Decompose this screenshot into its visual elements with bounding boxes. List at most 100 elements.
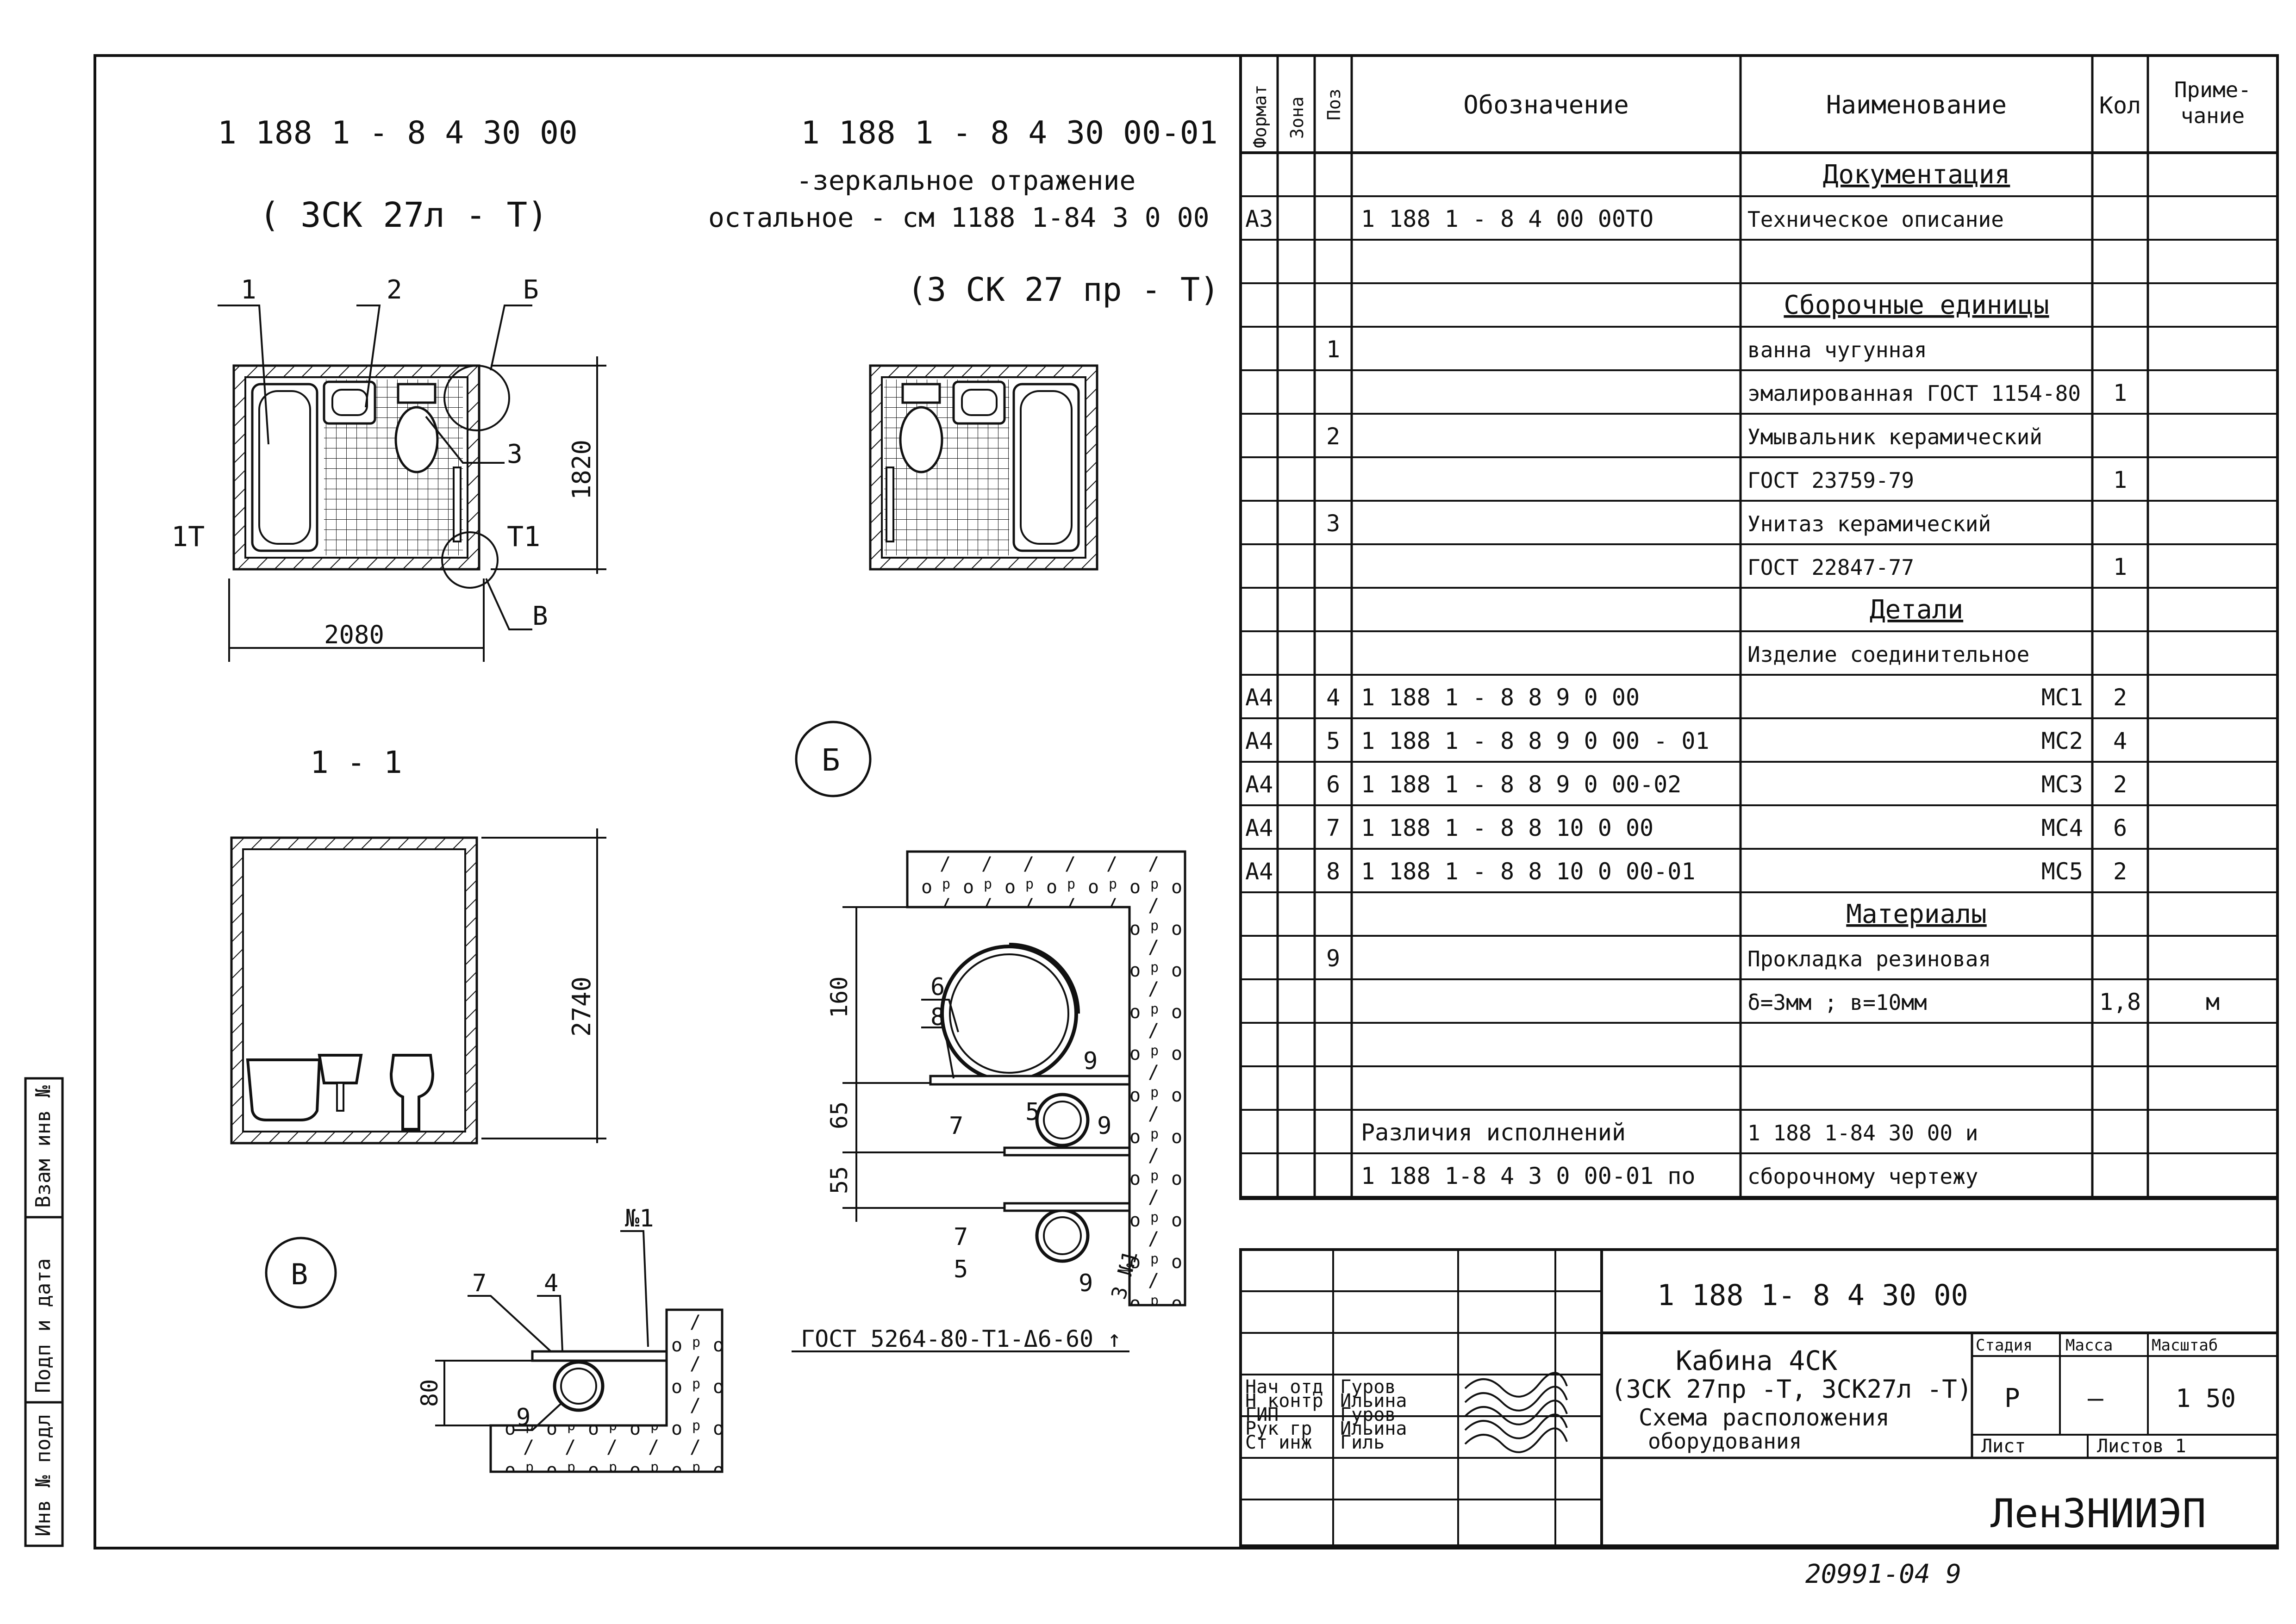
row-qty: 4: [2113, 728, 2127, 754]
row-note: м: [2206, 989, 2220, 1015]
plan-left-code: 1 188 1 - 8 4 30 00: [218, 115, 578, 151]
dim-55: 55: [826, 1166, 853, 1194]
row-pos: 1: [1326, 336, 1340, 363]
row-qty: 1: [2113, 380, 2127, 406]
detail-v-label: В: [291, 1257, 308, 1291]
bathtub-mirror-icon: [1012, 383, 1080, 552]
row-pos: 7: [1326, 815, 1340, 841]
section-mark-right: Т1: [507, 521, 540, 553]
detail-b-callout-9c: 9: [1079, 1269, 1093, 1297]
toilet-section-icon: [389, 1054, 435, 1131]
callout-v: В: [532, 601, 548, 631]
sig-name: Гуров: [1340, 1376, 1396, 1398]
strip-label-inv: Инв № подл: [31, 1414, 55, 1537]
strip-label-sign: Подп и дата: [31, 1258, 55, 1393]
signature-scribble: [1464, 1427, 1568, 1453]
header-name: Наименование: [1826, 90, 2007, 119]
row-qty: 1: [2113, 467, 2127, 493]
sig-name: Ильина: [1340, 1390, 1407, 1412]
row-section-heading: Детали: [1870, 595, 1963, 625]
dim-80: 80: [416, 1379, 443, 1407]
dim-2740: 2740: [567, 977, 596, 1037]
plan-left-type: ( 3СК 27л - Т): [259, 195, 548, 235]
callout-b: Б: [523, 275, 539, 305]
detail-b: Б 160 65 55 6 8 9 5 9 7 7 5 9: [792, 721, 1186, 1352]
row-name: Унитаз керамический: [1747, 511, 1991, 536]
sheet-label: Лист: [1981, 1436, 2026, 1457]
callout-2: 2: [387, 275, 402, 305]
scale-value: 1 50: [2176, 1384, 2236, 1413]
section-title: 1 - 1: [310, 745, 402, 780]
row-format: А4: [1245, 684, 1273, 711]
row-name: ГОСТ 23759-79: [1747, 468, 1914, 493]
detail-b-callout-9b: 9: [1097, 1112, 1111, 1140]
signature-scribble: [1464, 1400, 1568, 1425]
stage-label: Стадия: [1976, 1336, 2033, 1355]
detail-b-callout-8: 8: [930, 1003, 945, 1031]
row-designation: 1 188 1 - 8 8 9 0 00 - 01: [1361, 728, 1710, 754]
plan-right-note1: -зеркальное отражение: [796, 165, 1136, 196]
signature-scribble: [1464, 1386, 1568, 1412]
plan-right-code: 1 188 1 - 8 4 30 00-01: [801, 115, 1218, 151]
detail-b-callout-5b: 5: [954, 1256, 968, 1283]
row-pos: 9: [1326, 945, 1340, 972]
row-format: А4: [1245, 815, 1273, 841]
callout-1: 1: [241, 275, 256, 305]
detail-v-callout-7: 7: [472, 1269, 487, 1297]
toilet-mirror-icon: [901, 383, 941, 404]
row-qty: 1,8: [2099, 989, 2141, 1015]
row-name: ГОСТ 22847-77: [1747, 555, 1914, 580]
row-name: МС3: [2041, 771, 2083, 798]
row-name: Умывальник керамический: [1747, 424, 2042, 449]
row-name: ванна чугунная: [1747, 337, 1927, 362]
header-note: Приме-чание: [2174, 77, 2251, 128]
detail-b-callout-7b: 7: [954, 1223, 968, 1251]
detail-b-callout-6: 6: [930, 973, 945, 1001]
section-mark-left: 1Т: [171, 521, 205, 553]
title-line-3: Схема расположения: [1639, 1404, 1890, 1431]
dim-1820: 1820: [567, 440, 596, 500]
title-line-2: (3СК 27пр -Т, 3СК27л -Т): [1611, 1375, 1972, 1404]
row-designation: 1 188 1 - 8 8 9 0 00-02: [1361, 771, 1681, 798]
bathtub-section-icon: [246, 1058, 321, 1121]
header-designation: Обозначение: [1463, 90, 1629, 119]
row-name: МС4: [2041, 815, 2083, 841]
dim-2080: 2080: [324, 620, 384, 649]
sig-role: Ст инж: [1245, 1432, 1312, 1453]
row-designation: 1 188 1-8 4 3 0 00-01 по: [1361, 1163, 1695, 1189]
bathtub-icon: [251, 383, 318, 552]
row-qty: 6: [2113, 815, 2127, 841]
sink-section-icon: [318, 1054, 363, 1084]
detail-b-gost: ГОСТ 5264-80-Т1-Δ6-60 ↑: [801, 1325, 1121, 1352]
row-designation: 1 188 1 - 8 8 9 0 00: [1361, 684, 1640, 711]
header-pos: Поз: [1324, 88, 1344, 120]
detail-v-callout-4: 4: [544, 1269, 558, 1297]
detail-b-callout-9a: 9: [1083, 1047, 1098, 1075]
row-format: А4: [1245, 858, 1273, 885]
title-block: 1 188 1- 8 4 30 00 Кабина 4СК (3СК 27пр …: [1239, 1248, 2279, 1547]
row-name: эмалированная ГОСТ 1154-80: [1747, 381, 2081, 406]
row-pos: 5: [1326, 728, 1340, 754]
row-name: 1 188 1-84 30 00 и: [1747, 1120, 1978, 1145]
row-designation: 1 188 1 - 8 8 10 0 00-01: [1361, 858, 1695, 885]
row-name: Техническое описание: [1747, 207, 2004, 232]
toilet-icon: [397, 383, 437, 404]
detail-b-callout-7a: 7: [949, 1112, 963, 1140]
row-pos: 2: [1326, 423, 1340, 450]
dim-160: 160: [826, 977, 853, 1018]
stage-value: Р: [2004, 1383, 2020, 1413]
mass-label: Масса: [2065, 1336, 2113, 1355]
row-qty: 1: [2113, 554, 2127, 580]
dim-65: 65: [826, 1101, 853, 1129]
row-pos: 4: [1326, 684, 1340, 711]
title-line-1: Кабина 4СК: [1676, 1345, 1837, 1376]
detail-b-label: Б: [822, 742, 840, 778]
large-pipe: [940, 945, 1078, 1083]
row-section-heading: Документация: [1823, 160, 2010, 190]
row-name: сборочному чертежу: [1747, 1164, 1978, 1189]
row-pos: 8: [1326, 858, 1340, 885]
row-name: МС5: [2041, 858, 2083, 885]
left-strip: Инв № подл Подп и дата Взам инв №: [24, 1077, 64, 1547]
footer-number: 20991-04 9: [1805, 1559, 1961, 1589]
